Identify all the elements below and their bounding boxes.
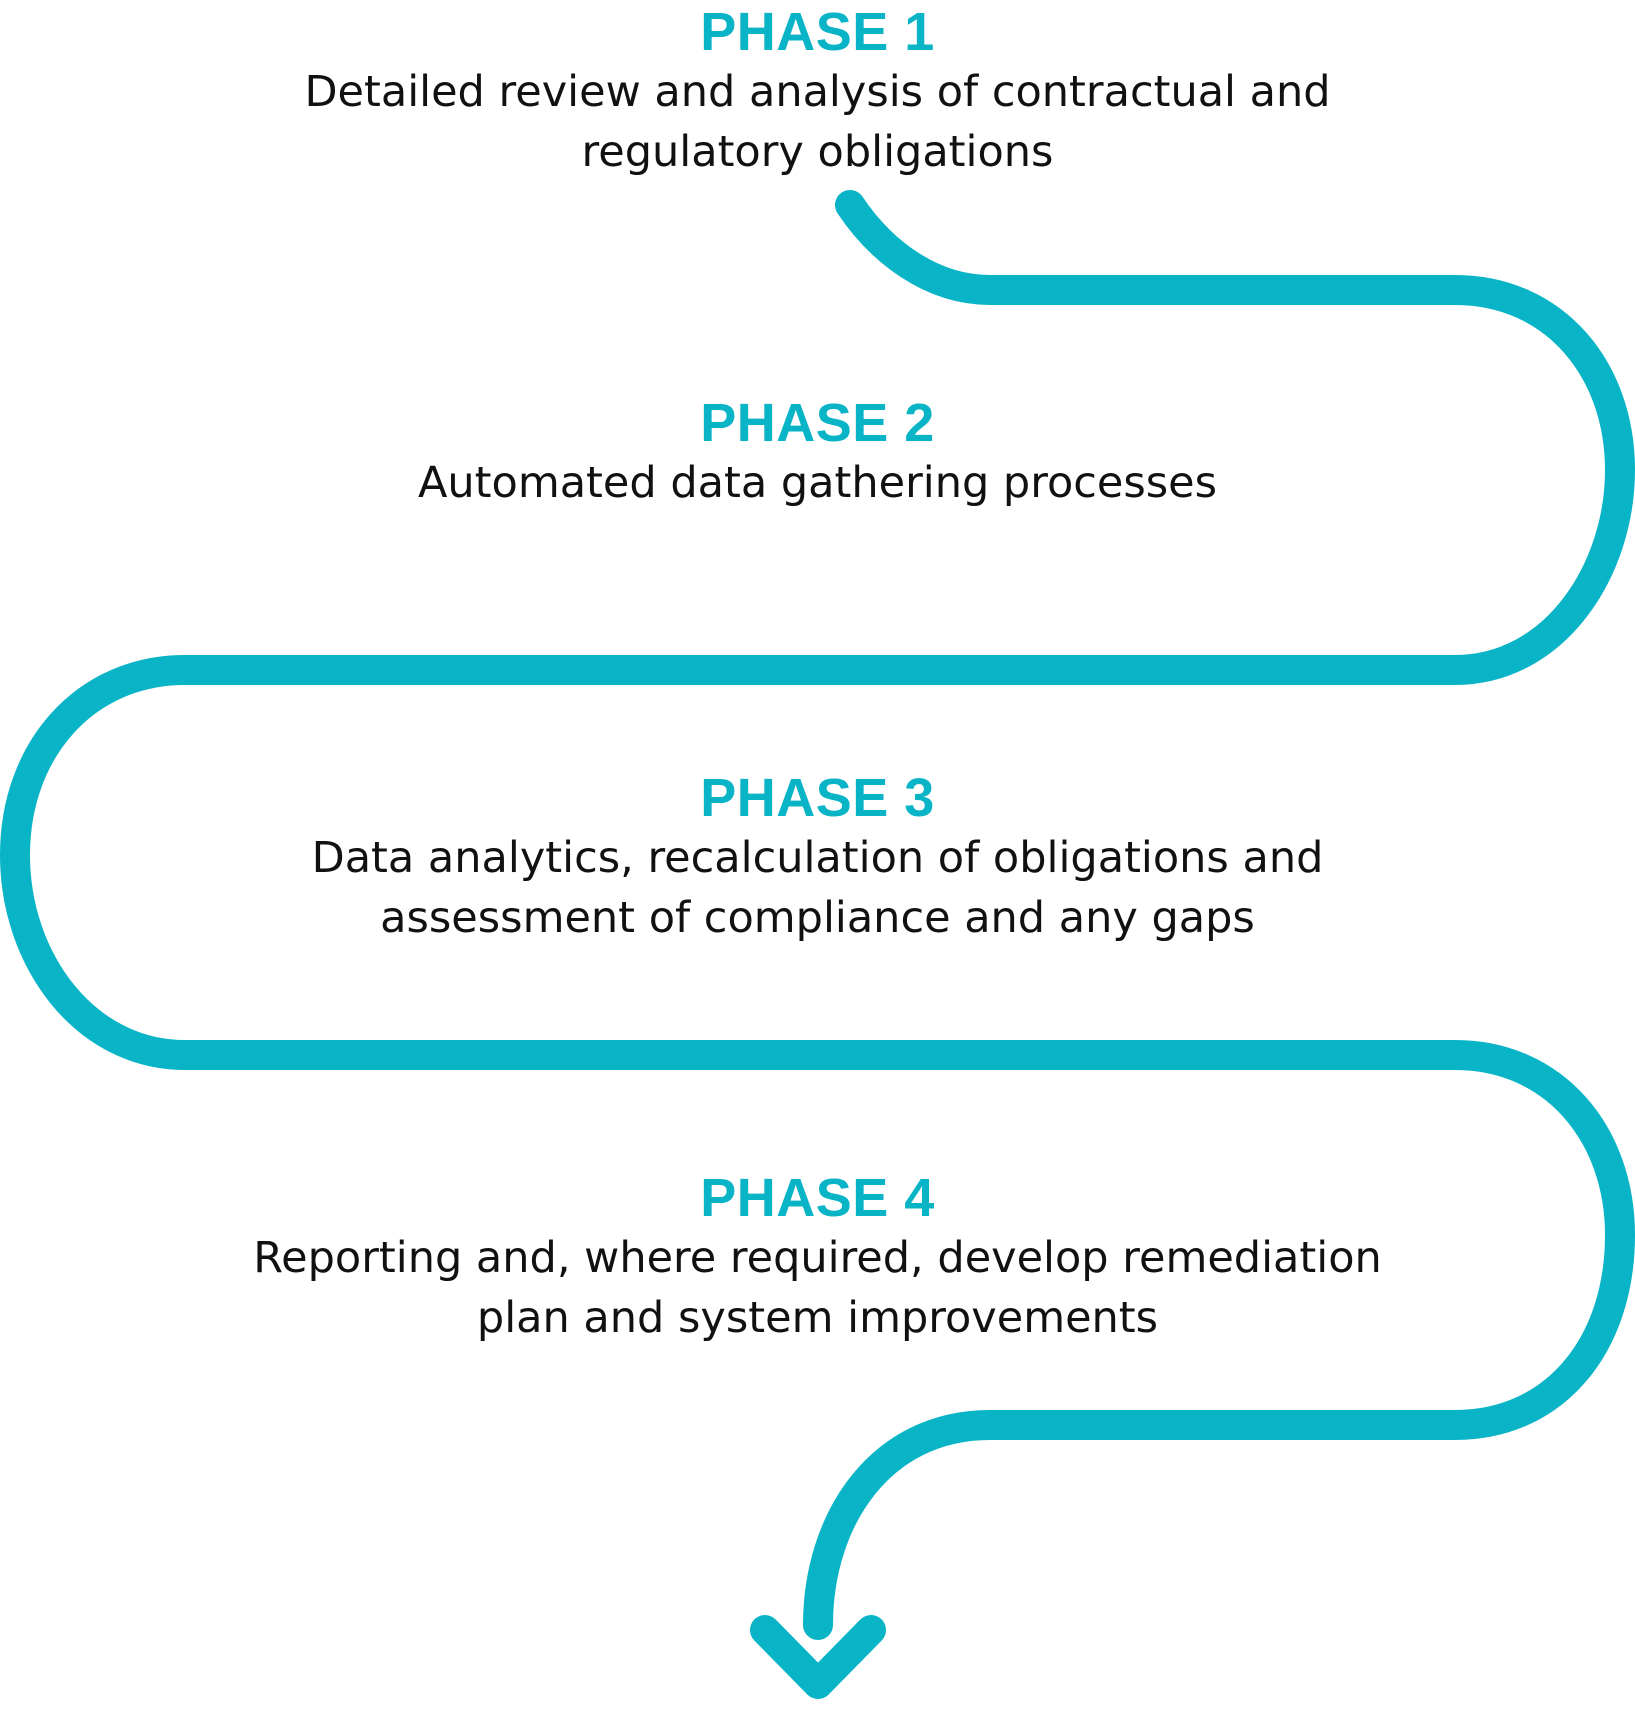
phase-1-description: Detailed review and analysis of contract…	[304, 67, 1331, 177]
flow-connector-line	[0, 190, 1635, 1640]
phase-2-block: PHASE 2 Automated data gathering process…	[0, 393, 1635, 513]
phase-4-title: PHASE 4	[700, 1168, 935, 1228]
phase-1-title: PHASE 1	[700, 2, 935, 62]
phase-3-title: PHASE 3	[700, 768, 935, 828]
arrow-down-icon	[750, 1615, 886, 1699]
phase-4-description: Reporting and, where required, develop r…	[253, 1233, 1382, 1343]
phase-2-description: Automated data gathering processes	[417, 458, 1218, 508]
phase-1-block: PHASE 1 Detailed review and analysis of …	[0, 2, 1635, 182]
phase-4-block: PHASE 4 Reporting and, where required, d…	[0, 1168, 1635, 1348]
phase-3-description: Data analytics, recalculation of obligat…	[311, 833, 1324, 943]
phase-3-block: PHASE 3 Data analytics, recalculation of…	[0, 768, 1635, 948]
phase-2-title: PHASE 2	[700, 393, 935, 453]
